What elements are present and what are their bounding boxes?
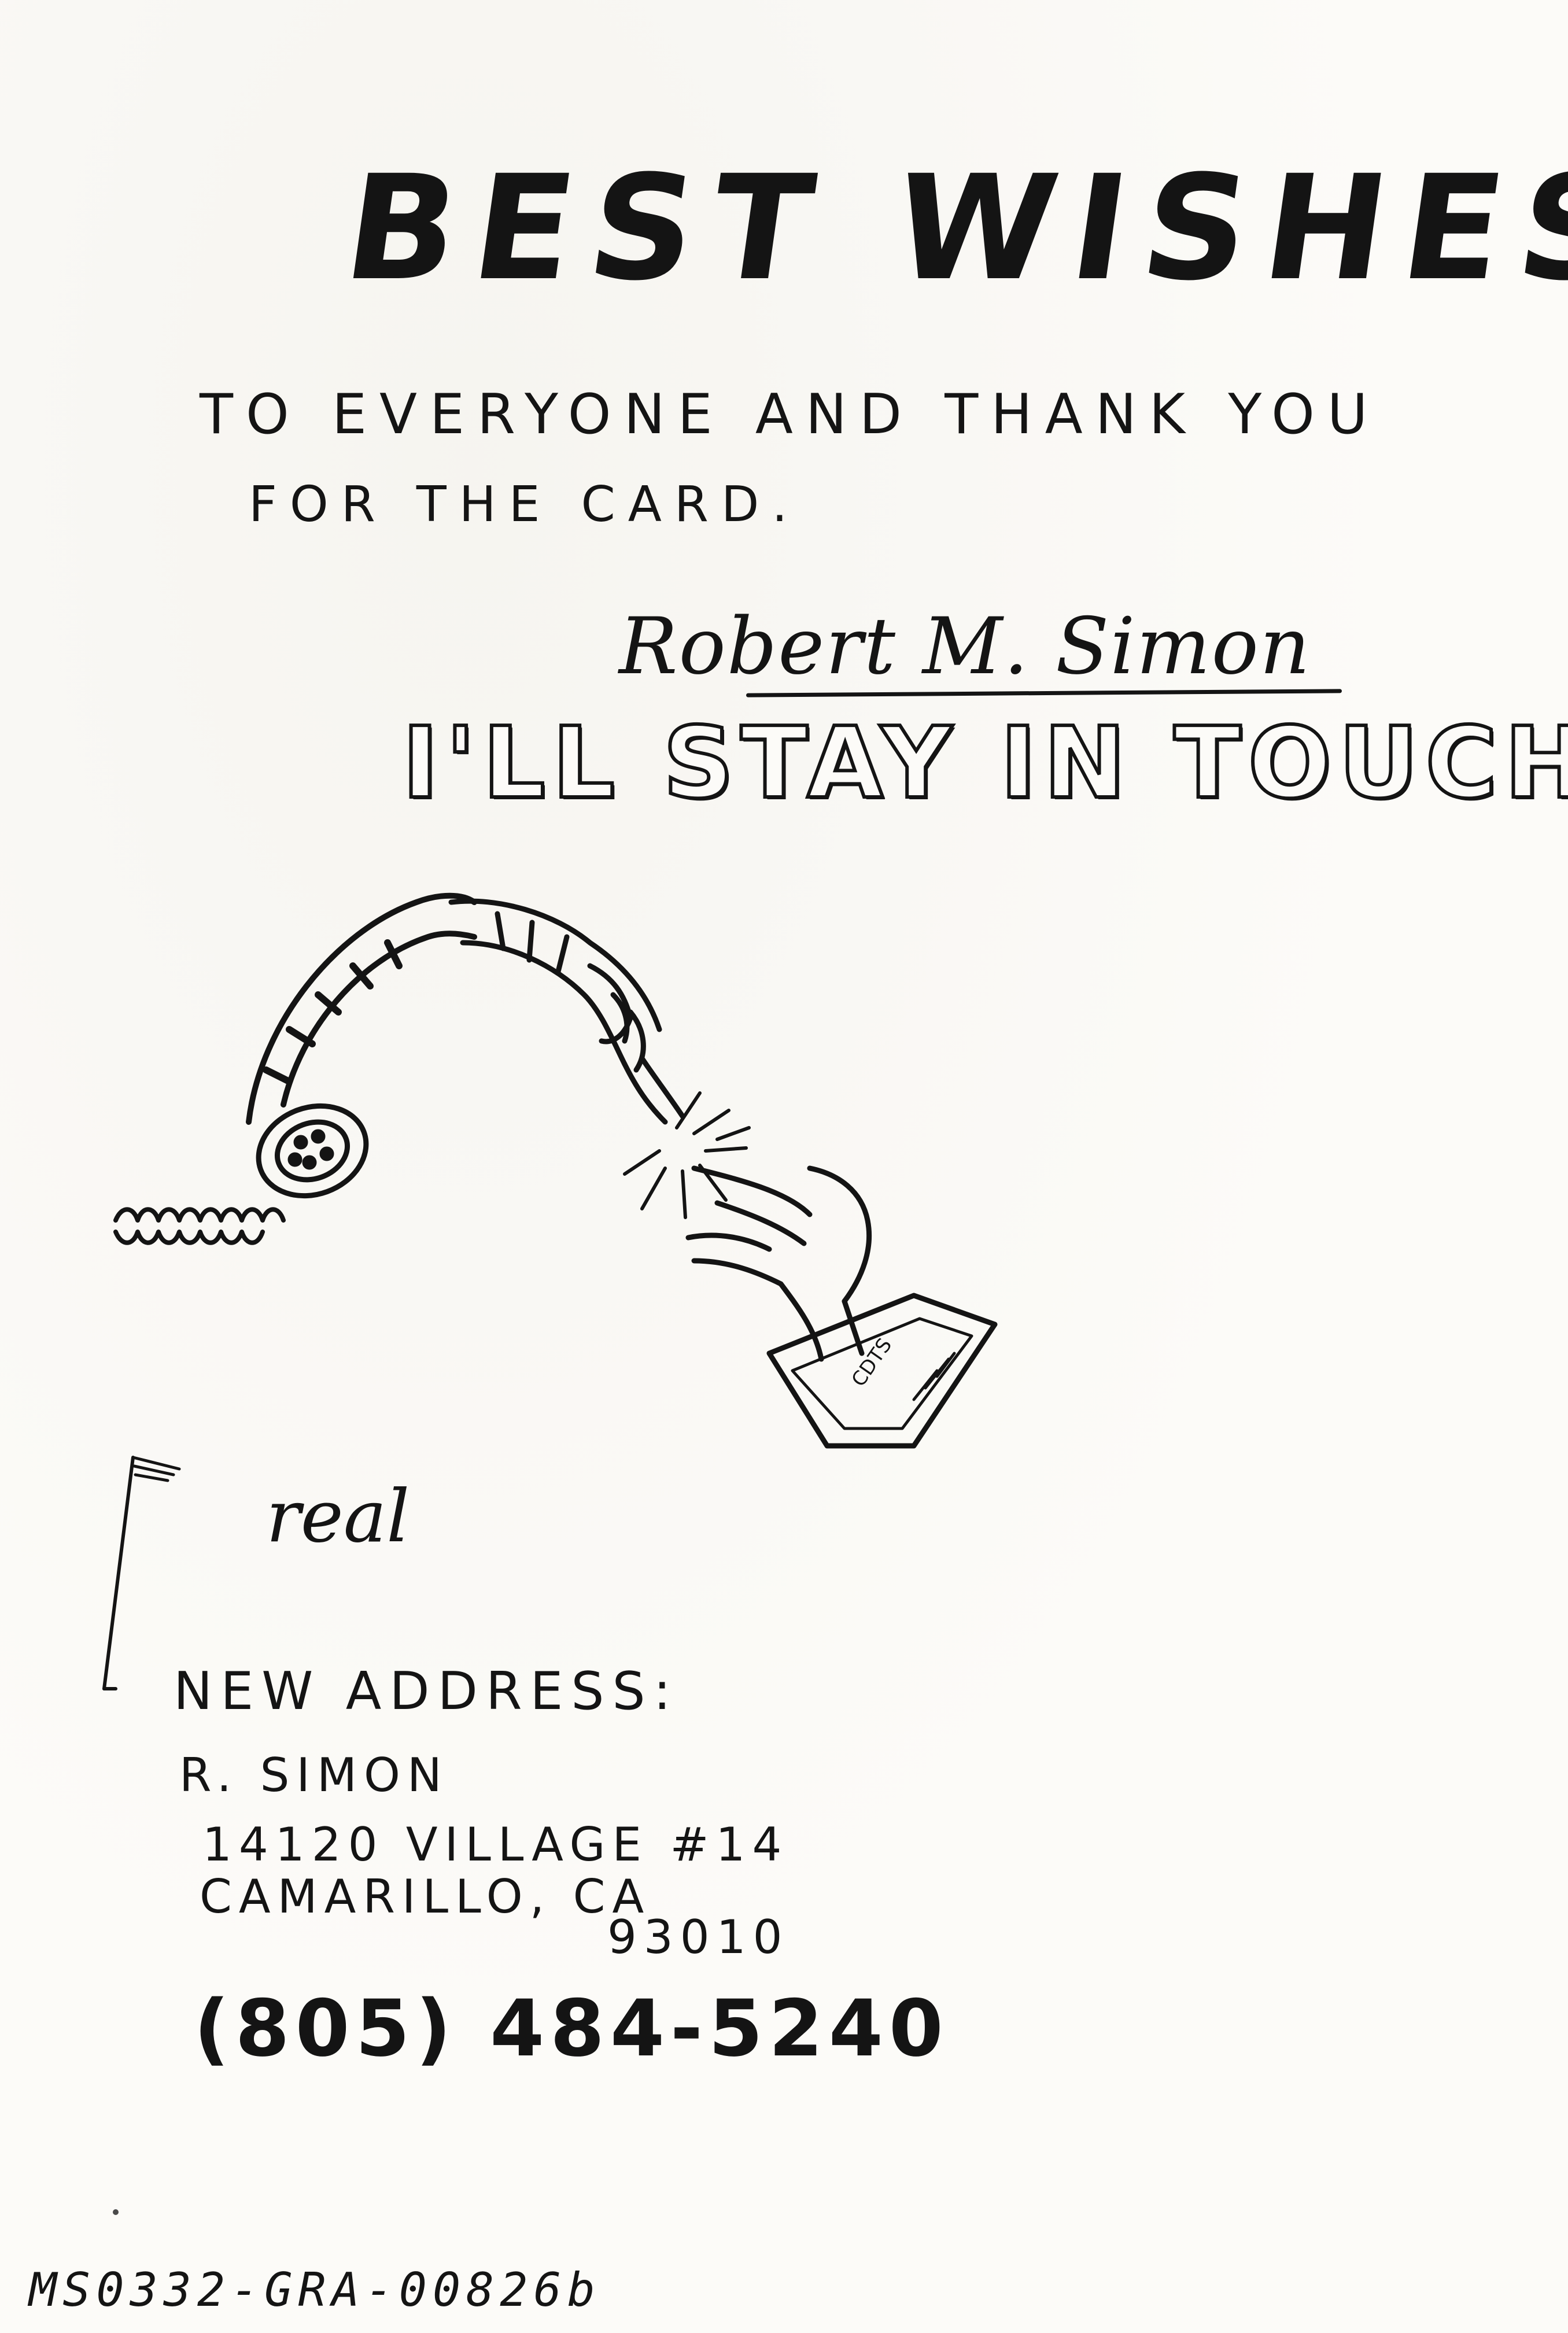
address-street: 14120 VILLAGE #14 (202, 1818, 789, 1871)
phone-earpiece (256, 1103, 369, 1199)
new-address-label: NEW ADDRESS: (174, 1661, 679, 1722)
card-title: BEST WISHES (335, 144, 1568, 312)
message-line-1: TO EVERYONE AND THANK YOU (200, 383, 1381, 446)
address-zip: 93010 (607, 1910, 789, 1964)
address-city: CAMARILLO, CA (200, 1870, 651, 1924)
phone-number: (805) 484-5240 (194, 1983, 949, 2074)
lower-hand (685, 1165, 872, 1362)
upper-hand (448, 898, 685, 1125)
signature: Robert M. Simon (619, 601, 1311, 692)
message-line-2: FOR THE CARD. (249, 476, 800, 533)
phone-cord (113, 1207, 286, 1245)
margin-note: real (266, 1475, 410, 1559)
calling-card (766, 1293, 998, 1449)
ink-speck (113, 2209, 119, 2215)
telephone-drawing: CDTS (113, 892, 998, 1449)
margin-flag-mark (102, 1456, 181, 1690)
calling-card-label: CDTS (847, 1334, 897, 1391)
bubble-lettering: I'LL STAY IN TOUCH (400, 706, 1568, 821)
phone-handset (246, 892, 477, 1125)
archive-id: MS0332-GRA-00826b (29, 2263, 601, 2317)
address-name: R. SIMON (179, 1748, 449, 1802)
spark-lines (623, 1091, 751, 1219)
